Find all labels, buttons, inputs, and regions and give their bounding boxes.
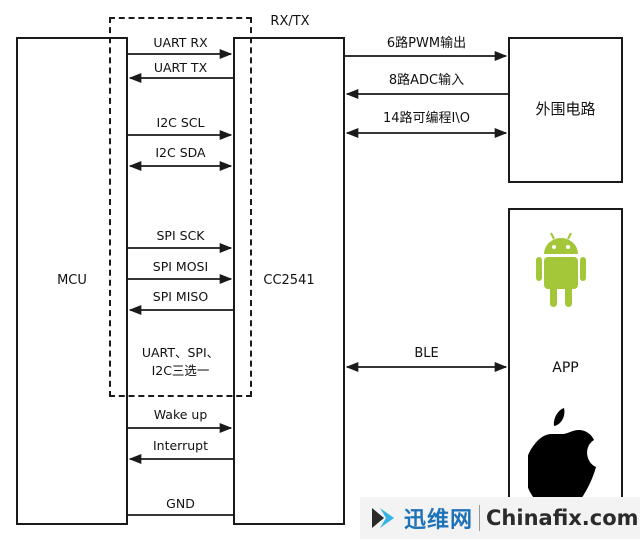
spi-miso-label: SPI MISO — [152, 289, 209, 304]
watermark-cn-text: 迅维网 — [404, 508, 474, 533]
chinafix-logo-icon — [372, 508, 394, 528]
cc2541-label: CC2541 — [263, 273, 315, 288]
wake-up-label: Wake up — [153, 407, 208, 422]
mcu-label: MCU — [57, 273, 87, 288]
gnd-label: GND — [166, 496, 195, 511]
spi-mosi-label: SPI MOSI — [152, 259, 209, 274]
android-robot-icon — [536, 232, 586, 307]
uart-spi-label-line2: I2C三选一 — [151, 363, 210, 378]
watermark-en-text: Chinafix.com — [486, 506, 639, 530]
i2c-sda-label: I2C SDA — [155, 145, 206, 160]
uart-tx-label: UART TX — [153, 60, 208, 75]
uart-spi-label-line1: UART、SPI、 — [141, 345, 220, 360]
interface-select-region — [109, 17, 252, 397]
io-label: 14路可编程I\O — [383, 111, 470, 126]
rxtx-title: RX/TX — [270, 14, 310, 29]
spi-sck-label: SPI SCK — [156, 228, 205, 243]
uart-rx-label: UART RX — [153, 35, 208, 50]
app-label: APP — [552, 360, 579, 376]
peripheral-label: 外围电路 — [535, 100, 596, 118]
watermark: 迅维网 Chinafix.com — [360, 497, 640, 539]
i2c-scl-label: I2C SCL — [156, 115, 205, 130]
adc-label: 8路ADC输入 — [388, 73, 465, 88]
interrupt-label: Interrupt — [152, 438, 209, 453]
apple-logo-icon — [528, 408, 596, 504]
peripheral-block — [508, 37, 623, 183]
pwm-label: 6路PWM输出 — [386, 36, 467, 51]
ble-label: BLE — [414, 346, 439, 361]
watermark-divider — [479, 505, 481, 531]
